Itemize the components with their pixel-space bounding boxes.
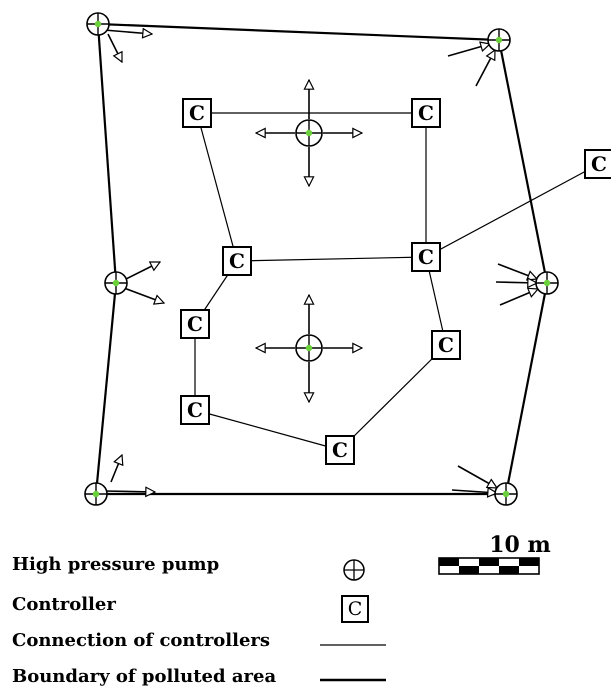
pump-left	[104, 271, 128, 295]
controller-1: C	[182, 98, 212, 128]
pump-bottom-left	[84, 482, 108, 506]
controller-label: C	[418, 245, 434, 269]
pump-bottom-right	[494, 482, 518, 506]
controller-label: C	[418, 101, 434, 125]
legend-controller-label: Controller	[12, 594, 116, 615]
legend-controller-symbol: C	[348, 598, 363, 620]
controller-label: C	[591, 152, 607, 176]
pump-arrows	[103, 30, 538, 493]
legend-controller-icon: C	[341, 595, 369, 623]
boundary-polygon	[94, 22, 549, 496]
legend: High pressure pump Controller C Connecti…	[12, 554, 386, 687]
legend-boundary-label: Boundary of polluted area	[12, 666, 276, 687]
legend-connection-label: Connection of controllers	[12, 630, 270, 651]
controller-9: C	[325, 435, 355, 465]
controller-8: C	[180, 395, 210, 425]
pump-center-lower	[295, 334, 323, 362]
controller-3: C	[584, 149, 611, 179]
pump-center-upper	[295, 119, 323, 147]
pump-top-right	[487, 28, 511, 52]
controller-6: C	[180, 309, 210, 339]
controller-4: C	[222, 246, 252, 276]
controller-label: C	[229, 249, 245, 273]
controller-2: C	[411, 98, 441, 128]
controller-label: C	[189, 101, 205, 125]
controller-label: C	[332, 438, 348, 462]
scale-bar-label: 10 m	[489, 532, 551, 558]
legend-pump-label: High pressure pump	[12, 554, 219, 575]
controller-5: C	[411, 242, 441, 272]
pump-top-left	[86, 12, 110, 36]
scale-bar: 10 m	[438, 532, 551, 575]
controller-label: C	[187, 312, 203, 336]
legend-pump-icon	[343, 559, 365, 581]
controller-label: C	[187, 398, 203, 422]
controller-7: C	[431, 330, 461, 360]
pump-right	[535, 271, 559, 295]
controller-label: C	[438, 333, 454, 357]
